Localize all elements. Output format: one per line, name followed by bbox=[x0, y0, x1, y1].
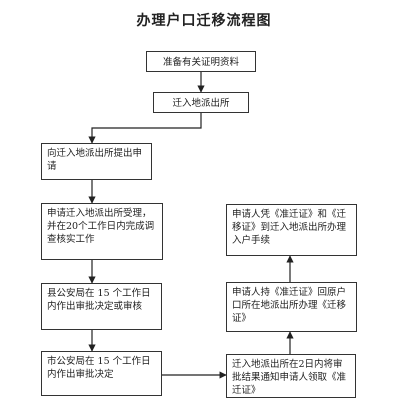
step-city-bureau-approval: 市公安局在 15 个工作日内作出审批决定 bbox=[41, 351, 162, 396]
page-title: 办理户口迁移流程图 bbox=[136, 13, 272, 29]
step-county-bureau-approval: 县公安局在 15 个工作日内作出审批决定或审核 bbox=[41, 283, 162, 330]
step-submit-application: 向迁入地派出所提出申请 bbox=[41, 143, 152, 180]
step-register-household: 申请人凭《准迁证》和《迁移证》到迁入地派出所办理入户手续 bbox=[226, 204, 357, 256]
step-destination-police-station: 迁入地派出所 bbox=[153, 92, 249, 113]
step-apply-migration-certificate: 申请人持《准迁证》回原户口所在地派出所办理《迁移证》 bbox=[226, 282, 357, 332]
arrow-s2-s3 bbox=[88, 113, 202, 144]
step-notify-applicant: 迁入地派出所在2日内将审批结果通知申请人领取《准迁证》 bbox=[226, 354, 356, 398]
step-accept-and-investigate: 申请迁入地派出所受理，并在20个工作日内完成调查核实工作 bbox=[41, 203, 163, 260]
step-prepare-documents: 准备有关证明资料 bbox=[146, 51, 256, 72]
